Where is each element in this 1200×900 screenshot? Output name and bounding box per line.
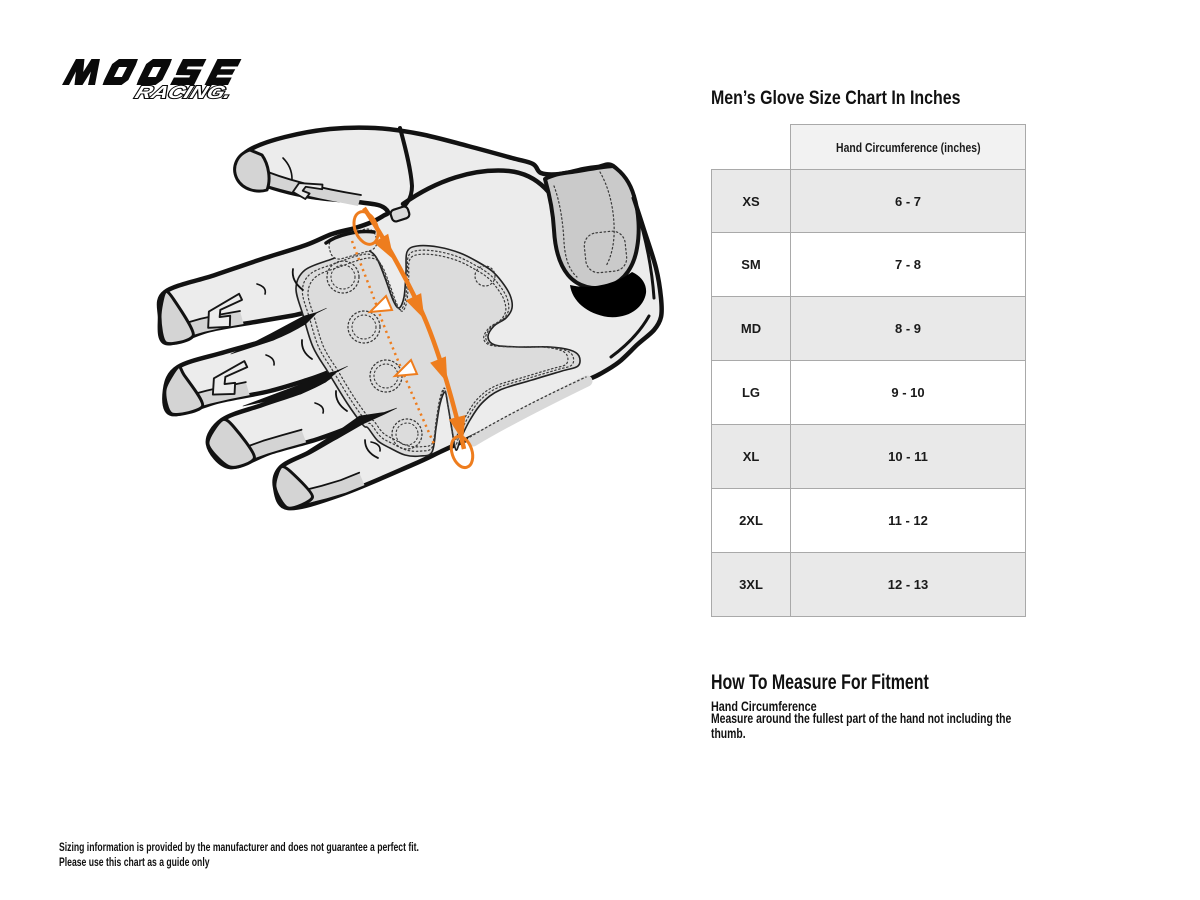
svg-text:RACING.: RACING. bbox=[133, 83, 235, 102]
